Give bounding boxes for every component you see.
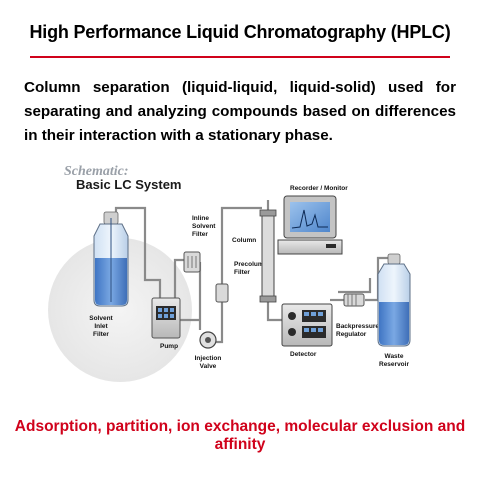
waste-reservoir: [377, 253, 411, 347]
label-detector: Detector: [290, 351, 317, 358]
detector: [281, 303, 333, 347]
label-injection-line-1: Injection: [195, 355, 222, 362]
label-waste-line-1: Waste: [385, 353, 404, 360]
column: [259, 209, 277, 303]
label-recorder: Recorder / Monitor: [290, 185, 348, 192]
schematic-heading-top: Schematic:: [64, 164, 129, 179]
background-halo: [48, 238, 192, 382]
page-title: High Performance Liquid Chromatography (…: [29, 22, 451, 42]
label-pump: Pump: [160, 343, 178, 350]
title-underline: [30, 56, 450, 58]
label-precolumn-line-2: Filter: [234, 269, 250, 276]
label-solvent-line-2: Inlet: [94, 323, 108, 330]
label-precolumn-line-1: Precolumn: [234, 261, 268, 268]
label-backpressure-line-1: Backpressure: [336, 323, 379, 330]
label-solvent-line-3: Filter: [93, 331, 109, 338]
schematic-heading-main: Basic LC System: [76, 177, 182, 192]
recorder-monitor: [277, 195, 343, 255]
label-injection-line-2: Valve: [200, 363, 217, 370]
label-waste-line-2: Reservoir: [379, 361, 409, 368]
label-inline-line-2: Solvent: [192, 223, 216, 230]
backpressure-regulator: [343, 293, 365, 307]
solvent-reservoir: [93, 211, 129, 307]
label-solvent-line-1: Solvent: [89, 315, 113, 322]
label-inline-line-3: Filter: [192, 231, 208, 238]
description-text: Column separation (liquid-liquid, liquid…: [24, 79, 456, 144]
label-backpressure-line-2: Regulator: [336, 331, 367, 338]
injection-valve: [199, 331, 217, 349]
label-column: Column: [232, 237, 256, 244]
hplc-schematic-diagram: Schematic: Basic LC System Solvent Inlet…: [48, 164, 411, 382]
label-inline-line-1: Inline: [192, 215, 209, 222]
pump: [151, 297, 181, 339]
footer-techniques: Adsorption, partition, ion exchange, mol…: [14, 418, 466, 453]
precolumn-filter: [215, 283, 229, 303]
inline-solvent-filter: [183, 251, 201, 273]
